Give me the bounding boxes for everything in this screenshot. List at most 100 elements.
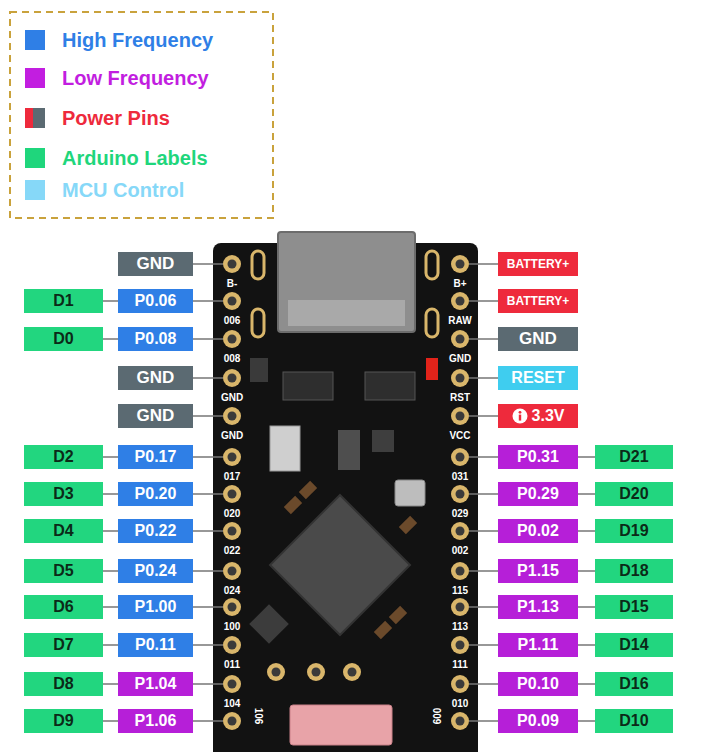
legend-swatch: [25, 68, 45, 88]
silkscreen-label: 113: [452, 621, 468, 632]
silkscreen-label: 006: [224, 315, 241, 326]
silkscreen-label: B+: [453, 278, 466, 289]
pin-name: P0.20: [135, 485, 177, 503]
pin-name: D21: [619, 448, 648, 466]
low-frequency-pin: P0.31: [498, 445, 578, 469]
arduino-pin-label: D18: [595, 559, 673, 583]
pin-name: D4: [53, 522, 73, 540]
legend-text: Arduino Labels: [62, 147, 208, 170]
power-pin-label: BATTERY+: [498, 289, 578, 313]
arduino-pin-label: D4: [24, 519, 103, 543]
silkscreen-label: 020: [224, 508, 241, 519]
silkscreen-label: 111: [452, 659, 468, 670]
pin-name: P0.06: [135, 292, 177, 310]
usb-connector: [278, 232, 415, 332]
pin-name: D3: [53, 485, 73, 503]
silkscreen-label: 017: [224, 471, 241, 482]
high-frequency-pin: P0.08: [118, 327, 193, 351]
power-pin-label: BATTERY+: [498, 252, 578, 276]
silkscreen-label: 008: [224, 353, 241, 364]
legend-swatch: [25, 148, 45, 168]
arduino-pin-label: D15: [595, 595, 673, 619]
silkscreen-label: 024: [224, 585, 241, 596]
pin-name: GND: [137, 406, 175, 426]
silkscreen-label: 031: [452, 471, 469, 482]
legend-text: Low Frequency: [62, 67, 209, 90]
silkscreen-label: RAW: [448, 315, 471, 326]
silkscreen-label: 104: [224, 698, 241, 709]
low-frequency-pin: P1.04: [118, 672, 193, 696]
pin-name: BATTERY+: [507, 257, 569, 271]
pin-name: D2: [53, 448, 73, 466]
high-frequency-pin: P0.24: [118, 559, 193, 583]
pin-name: P1.04: [135, 675, 177, 693]
low-frequency-pin: P1.13: [498, 595, 578, 619]
low-frequency-pin: P1.15: [498, 559, 578, 583]
legend-swatch: [25, 108, 45, 128]
silkscreen-label: 100: [224, 621, 241, 632]
usb-shell: [288, 300, 405, 326]
arduino-pin-label: D1: [24, 289, 103, 313]
power-pin-label: 3.3V: [498, 404, 578, 428]
pin-name: P0.08: [135, 330, 177, 348]
arduino-pin-label: D8: [24, 672, 103, 696]
legend-entry: Power Pins: [25, 106, 170, 130]
pin-name: P0.09: [517, 712, 559, 730]
leader-lines: [103, 264, 595, 721]
pin-name: P0.10: [517, 675, 559, 693]
arduino-pin-label: D6: [24, 595, 103, 619]
arduino-pin-label: D2: [24, 445, 103, 469]
pin-name: P0.31: [517, 448, 559, 466]
pin-name: 3.3V: [532, 407, 565, 425]
pin-name: P1.11: [518, 636, 559, 654]
pin-name: D19: [619, 522, 648, 540]
pin-name: P0.24: [135, 562, 177, 580]
legend-swatch: [25, 30, 45, 50]
silkscreen-label: 029: [452, 508, 469, 519]
arduino-pin-label: D14: [595, 633, 673, 657]
pin-name: D7: [53, 636, 73, 654]
silkscreen-label: 022: [224, 545, 241, 556]
low-frequency-pin: P0.10: [498, 672, 578, 696]
pin-name: D5: [53, 562, 73, 580]
pin-name: GND: [137, 254, 175, 274]
pcb: [213, 243, 478, 752]
pin-name: D20: [619, 485, 648, 503]
pin-name: D6: [53, 598, 73, 616]
silkscreen-label: 009: [431, 708, 442, 725]
mount-slots: [252, 251, 438, 337]
pin-name: D15: [619, 598, 648, 616]
silkscreen-label: GND: [221, 430, 243, 441]
pin-name: D14: [619, 636, 648, 654]
legend-frame: [10, 12, 273, 218]
arduino-pin-label: D10: [595, 709, 673, 733]
high-frequency-pin: P0.22: [118, 519, 193, 543]
silkscreen-label: 002: [452, 545, 469, 556]
silkscreen-label: 011: [224, 659, 240, 670]
legend-entry: Low Frequency: [25, 66, 209, 90]
low-frequency-pin: P0.09: [498, 709, 578, 733]
low-frequency-pin: P1.06: [118, 709, 193, 733]
silkscreen-label: 106: [253, 708, 264, 725]
silkscreen-label: VCC: [449, 430, 470, 441]
ground-pin-label: GND: [118, 366, 193, 390]
pin-name: P1.15: [517, 562, 559, 580]
arduino-pin-label: D20: [595, 482, 673, 506]
pin-name: D18: [619, 562, 648, 580]
legend-text: MCU Control: [62, 179, 184, 202]
arduino-pin-label: D21: [595, 445, 673, 469]
pin-name: RESET: [511, 369, 564, 387]
arduino-pin-label: D9: [24, 709, 103, 733]
pin-name: P0.11: [135, 636, 176, 654]
ground-pin-label: GND: [498, 327, 578, 351]
silkscreen-label: 010: [452, 698, 469, 709]
pin-name: D8: [53, 675, 73, 693]
arduino-pin-label: D19: [595, 519, 673, 543]
arduino-pin-label: D16: [595, 672, 673, 696]
arduino-pin-label: D0: [24, 327, 103, 351]
pin-name: P0.17: [135, 448, 177, 466]
arduino-pin-label: D7: [24, 633, 103, 657]
silkscreen-label: B-: [227, 278, 238, 289]
components: [249, 358, 438, 745]
pin-name: D9: [53, 712, 73, 730]
